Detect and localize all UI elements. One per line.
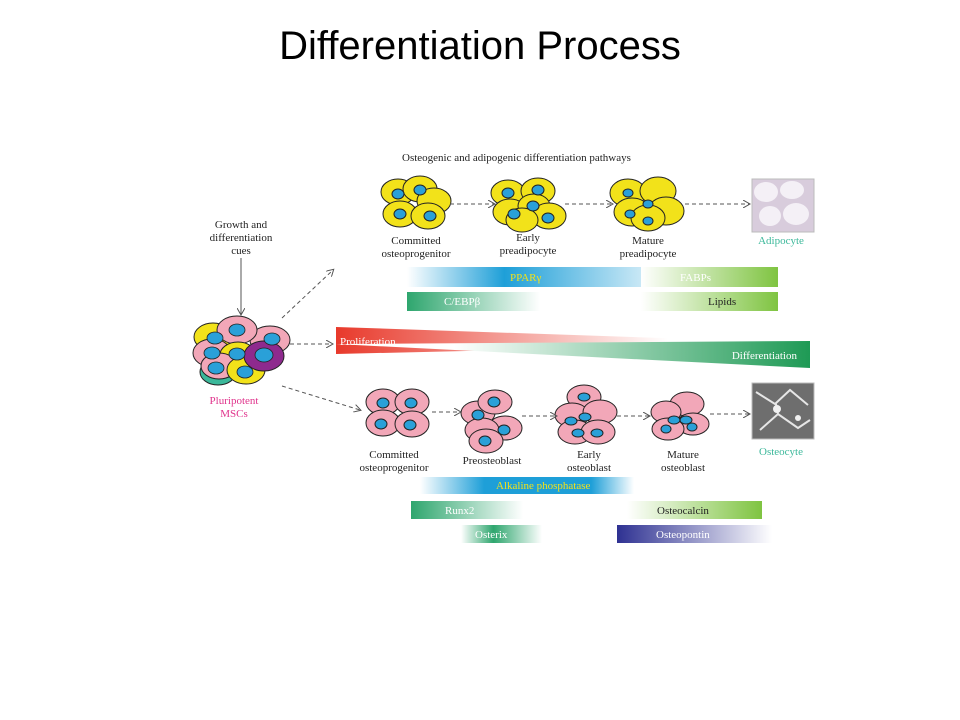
ppar-bar — [407, 267, 685, 287]
arrow-to-osteo — [281, 385, 360, 410]
svg-text:cues: cues — [231, 245, 251, 257]
differentiation-label: Differentiation — [732, 350, 798, 362]
preosteoblast-cluster — [460, 389, 523, 454]
adipo-cluster-committed — [380, 175, 452, 230]
svg-text:osteoprogenitor: osteoprogenitor — [359, 462, 428, 474]
svg-text:Preosteoblast: Preosteoblast — [463, 455, 522, 467]
osteocalcin-label: Osteocalcin — [657, 505, 709, 517]
alp-bar — [420, 477, 634, 494]
msc-cluster — [192, 315, 291, 386]
adipocyte-label: Adipocyte — [758, 235, 804, 247]
svg-text:Committed: Committed — [391, 235, 441, 247]
svg-text:Pluripotent: Pluripotent — [210, 395, 259, 407]
osterix-label: Osterix — [475, 529, 508, 541]
osteo-cluster-committed — [365, 388, 430, 438]
growth-cues-label: Growth and differentiation cues — [210, 219, 273, 257]
osteopontin-bar — [617, 525, 772, 543]
adipo-cluster-mature — [609, 176, 685, 232]
osteocyte-label: Osteocyte — [759, 446, 803, 458]
adipocyte-image — [751, 178, 815, 233]
early-osteoblast-cluster — [554, 384, 618, 445]
ppar-label: PPARγ — [510, 272, 542, 284]
svg-text:Growth and: Growth and — [215, 219, 268, 231]
pathways-heading: Osteogenic and adipogenic differentiatio… — [402, 152, 631, 164]
differentiation-wedge — [336, 341, 810, 368]
svg-text:osteoblast: osteoblast — [661, 462, 705, 474]
svg-text:osteoprogenitor: osteoprogenitor — [381, 248, 450, 260]
lipids-bar — [641, 292, 778, 311]
svg-text:Mature: Mature — [667, 449, 699, 461]
lipids-label: Lipids — [708, 296, 736, 308]
adipo-stage-labels: Committed osteoprogenitor Early preadipo… — [381, 232, 804, 260]
svg-text:Early: Early — [516, 232, 540, 244]
osteo-stage-labels: Committed osteoprogenitor Preosteoblast … — [359, 446, 803, 474]
mature-osteoblast-cluster — [650, 391, 710, 441]
runx2-bar — [411, 501, 523, 519]
osteocyte-image — [751, 382, 815, 440]
svg-text:Early: Early — [577, 449, 601, 461]
msc-label: Pluripotent MSCs — [210, 395, 259, 420]
alp-label: Alkaline phosphatase — [496, 480, 591, 492]
osterix-bar — [461, 525, 542, 543]
fabp-bar — [641, 267, 778, 287]
svg-text:osteoblast: osteoblast — [567, 462, 611, 474]
osteopontin-label: Osteopontin — [656, 529, 710, 541]
osteocalcin-bar — [627, 501, 762, 519]
svg-text:MSCs: MSCs — [220, 408, 248, 420]
svg-text:Mature: Mature — [632, 235, 664, 247]
fabp-label: FABPs — [680, 272, 711, 284]
svg-text:preadipocyte: preadipocyte — [620, 248, 677, 260]
adipo-cluster-early — [490, 177, 567, 233]
proliferation-label: Proliferation — [340, 336, 396, 348]
svg-text:Committed: Committed — [369, 449, 419, 461]
runx2-label: Runx2 — [445, 505, 474, 517]
cebp-bar — [407, 292, 540, 311]
slide-title: Differentiation Process — [279, 24, 681, 68]
svg-text:differentiation: differentiation — [210, 232, 273, 244]
cebp-label: C/EBPβ — [444, 296, 481, 308]
arrow-to-adipo — [281, 270, 333, 319]
svg-text:preadipocyte: preadipocyte — [500, 245, 557, 257]
